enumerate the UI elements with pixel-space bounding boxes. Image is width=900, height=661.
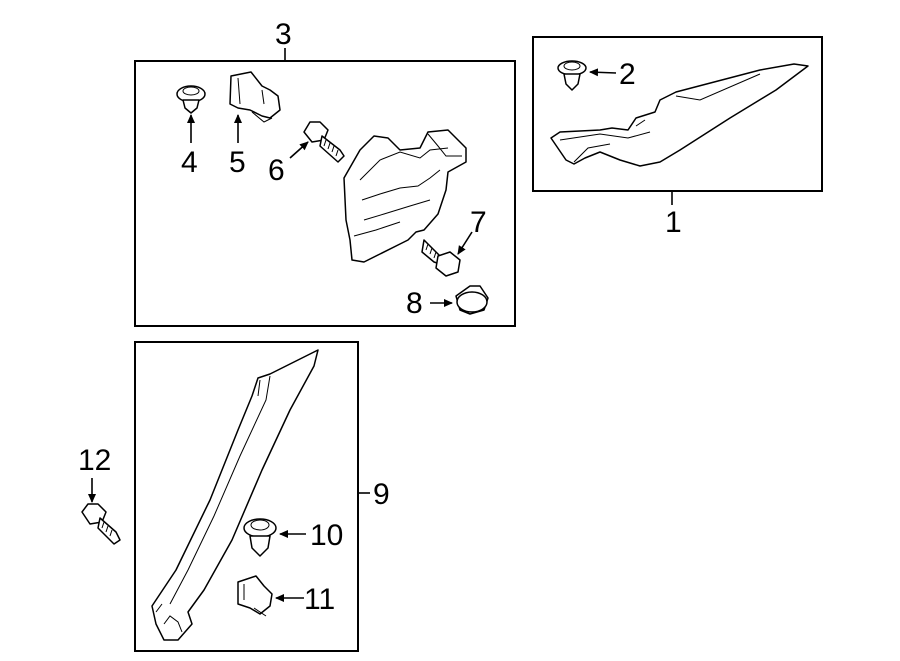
group-box-9	[134, 341, 370, 652]
group-box-3	[134, 48, 516, 327]
callout-12: 12	[78, 444, 111, 477]
push-clip-icon-4[interactable]	[176, 85, 206, 114]
callout-11: 11	[304, 583, 335, 616]
leader-6	[289, 141, 309, 159]
callout-2: 2	[619, 58, 636, 91]
push-clip-icon-10[interactable]	[243, 518, 277, 557]
group-box-1	[532, 36, 823, 205]
callout-10: 10	[310, 519, 343, 552]
leader-7	[457, 231, 473, 255]
callout-8: 8	[406, 287, 423, 320]
bolt-icon-12[interactable]	[81, 503, 121, 545]
retainer-clip-icon-11[interactable]	[237, 575, 273, 617]
push-clip-icon-2[interactable]	[557, 60, 587, 91]
callout-7: 7	[470, 206, 487, 239]
leader-2	[589, 68, 617, 77]
callout-6: 6	[268, 154, 285, 187]
callout-1: 1	[665, 206, 682, 239]
trim-assembly-icon-3[interactable]	[343, 129, 467, 263]
cap-icon-8[interactable]	[455, 285, 489, 315]
retainer-clip-icon-5[interactable]	[229, 71, 281, 123]
bolt-icon-7[interactable]	[421, 239, 461, 277]
callout-4: 4	[181, 146, 198, 179]
callout-5: 5	[229, 146, 246, 179]
bolt-icon-6[interactable]	[303, 121, 345, 163]
upper-trim-panel-icon[interactable]	[550, 63, 809, 167]
pillar-trim-icon-9[interactable]	[151, 349, 319, 641]
callout-9: 9	[373, 478, 390, 511]
callout-3: 3	[275, 18, 292, 51]
